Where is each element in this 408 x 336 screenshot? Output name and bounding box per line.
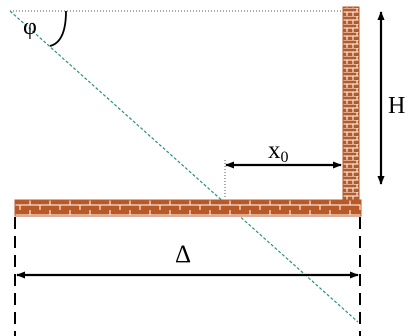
offset-label: x0 bbox=[268, 137, 289, 166]
offset-label-base: x bbox=[268, 137, 281, 164]
offset-label-subscript: 0 bbox=[281, 149, 289, 166]
angle-arc bbox=[49, 10, 67, 47]
height-label: H bbox=[388, 93, 405, 119]
delta-label: Δ bbox=[175, 241, 191, 268]
angle-label: φ bbox=[23, 14, 37, 40]
brick-floor bbox=[14, 199, 362, 217]
brick-wall bbox=[342, 6, 360, 201]
sight-line bbox=[9, 10, 359, 323]
